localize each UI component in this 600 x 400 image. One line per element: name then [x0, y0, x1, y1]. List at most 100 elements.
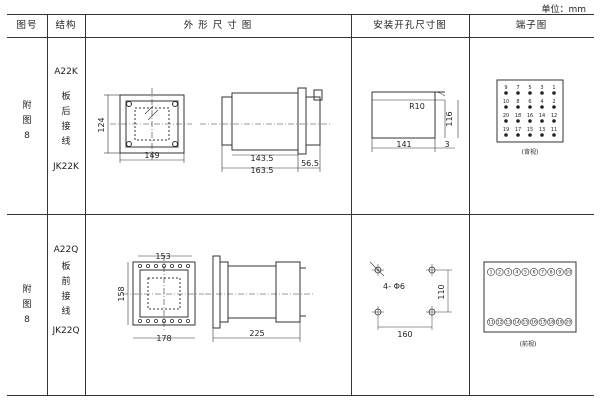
terminal-number: 5 — [528, 85, 531, 91]
header-fig-no: 图号 — [16, 20, 38, 31]
terminal-number: 20 — [566, 320, 572, 326]
terminal-number: 15 — [523, 320, 529, 326]
terminal-number: 17 — [540, 320, 546, 326]
terminal-circle — [555, 268, 564, 276]
terminal-number: 3 — [540, 85, 543, 91]
terminal-circle — [547, 318, 556, 326]
terminal-dot — [552, 105, 556, 109]
terminal-number: 4 — [515, 270, 518, 276]
terminal-dot — [528, 91, 532, 95]
terminal-circle — [564, 268, 573, 276]
terminal-number: 9 — [558, 270, 561, 276]
terminal-number: 7 — [541, 270, 544, 276]
terminal-circle — [521, 318, 530, 326]
terminal-number: 5 — [524, 270, 527, 276]
col-divider — [351, 15, 352, 395]
svg-text:R10: R10 — [409, 102, 425, 111]
terminal-dot — [504, 133, 508, 137]
terminal-number: 8 — [516, 99, 519, 105]
terminal-number: 18 — [515, 113, 521, 119]
terminal-number: 11 — [488, 320, 494, 326]
terminal-dot — [540, 105, 544, 109]
terminal-circle — [530, 318, 538, 326]
terminal-dot — [516, 133, 520, 137]
terminal-circle — [487, 318, 495, 326]
terminal-dot — [528, 119, 532, 123]
terminal-number: 4 — [540, 99, 543, 105]
terminal-number: 15 — [527, 127, 533, 133]
terminal-number: 6 — [533, 270, 536, 276]
terminal-number: 7 — [516, 85, 519, 91]
terminal-dot — [540, 133, 544, 137]
screw-hole — [126, 101, 132, 107]
terminal-number: 12 — [497, 320, 503, 326]
terminal-number: 19 — [557, 320, 563, 326]
terminal-number: 20 — [503, 113, 509, 119]
header-cutout: 安装开孔尺寸图 — [373, 20, 447, 31]
row1-structure: A22K 板后 接线 JK22K — [47, 65, 85, 175]
terminal-number: 17 — [515, 127, 521, 133]
terminal-number: 16 — [527, 113, 533, 119]
terminal-number: 13 — [539, 127, 545, 133]
svg-text:116: 116 — [445, 111, 454, 126]
svg-text:153: 153 — [155, 252, 170, 261]
row2-model: A22Q — [53, 245, 79, 255]
row1-model: A22K — [54, 67, 78, 77]
screw-hole — [172, 101, 178, 107]
svg-text:149: 149 — [144, 151, 159, 160]
terminal-number: 12 — [551, 113, 557, 119]
screw-hole — [172, 141, 178, 147]
terminal-dot — [528, 105, 532, 109]
terminal-number: 10 — [503, 99, 509, 105]
svg-text:4- Φ6: 4- Φ6 — [383, 282, 405, 291]
terminal-number: 13 — [505, 320, 511, 326]
terminal-number: 1 — [552, 85, 555, 91]
terminal-circle — [564, 318, 573, 326]
svg-text:3: 3 — [444, 140, 449, 149]
terminal-dot — [540, 119, 544, 123]
terminal-number: 9 — [504, 85, 507, 91]
svg-text:141: 141 — [396, 140, 411, 149]
svg-text:143.5: 143.5 — [251, 154, 274, 163]
terminal-dot — [552, 119, 556, 123]
svg-text:158: 158 — [117, 286, 126, 301]
terminal-circle — [538, 268, 547, 276]
terminal-number: 19 — [503, 127, 509, 133]
terminal-dot — [540, 91, 544, 95]
terminal-dot — [516, 91, 520, 95]
terminal-number: 14 — [539, 113, 545, 119]
col-divider — [469, 15, 470, 395]
row2-structure: A22Q 板前 接线 JK22Q — [47, 243, 85, 339]
terminal-number: 6 — [528, 99, 531, 105]
terminal-number: 8 — [550, 270, 553, 276]
terminal-circle — [512, 268, 521, 276]
row-divider — [7, 214, 594, 215]
terminal-number: 14 — [514, 320, 520, 326]
terminal-dot — [516, 105, 520, 109]
row1-terminal-caption: (背视) — [522, 148, 539, 156]
header-outline: 外 形 尺 寸 图 — [183, 20, 253, 31]
svg-text:178: 178 — [156, 334, 171, 343]
terminal-dot — [504, 105, 508, 109]
terminal-number: 11 — [551, 127, 557, 133]
terminal-dot — [516, 119, 520, 123]
terminal-circle — [487, 268, 495, 276]
terminal-number: 16 — [531, 320, 537, 326]
terminal-number: 2 — [552, 99, 555, 105]
terminal-number: 18 — [548, 320, 554, 326]
terminal-dot — [552, 91, 556, 95]
